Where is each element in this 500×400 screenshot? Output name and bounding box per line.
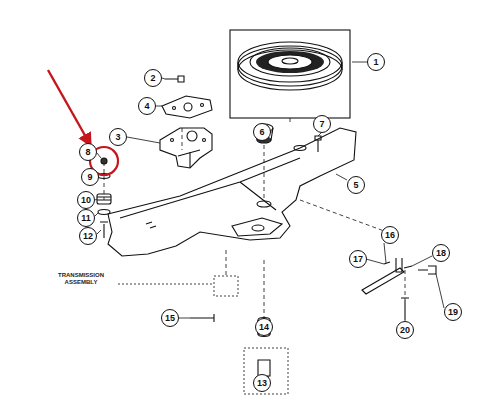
callout-number: 9 (87, 173, 92, 182)
callout-circle: 11 (77, 209, 95, 227)
center-lines (104, 118, 405, 318)
callout-circle: 7 (313, 115, 331, 133)
callout-circle: 18 (432, 244, 450, 262)
callout-circle: 17 (349, 250, 367, 268)
callout-circle: 1 (367, 53, 385, 71)
callout-circle: 12 (79, 227, 97, 245)
callout-circle: 2 (144, 69, 162, 87)
callout-circle: 4 (138, 97, 156, 115)
callout-circle: 16 (381, 226, 399, 244)
callout-number: 17 (353, 255, 363, 264)
nut (101, 158, 107, 164)
callout-number: 19 (448, 308, 458, 317)
callout-number: 12 (83, 232, 93, 241)
callout-circle: 5 (347, 176, 365, 194)
bracket (160, 128, 212, 168)
callout-circle: 3 (109, 128, 127, 146)
leader-lines (95, 62, 444, 328)
linkage (362, 258, 436, 320)
callout-number: 2 (150, 74, 155, 83)
callout-number: 7 (319, 120, 324, 129)
callout-circle: 19 (444, 303, 462, 321)
callout-circle: 15 (161, 309, 179, 327)
transmission-outline (118, 276, 238, 296)
callout-circle: 6 (253, 123, 271, 141)
callout-circle: 14 (255, 318, 273, 336)
callout-circle: 10 (77, 191, 95, 209)
callout-number: 5 (353, 181, 358, 190)
pulley (238, 42, 342, 90)
callout-number: 14 (259, 323, 269, 332)
washer (98, 210, 110, 215)
screw (165, 76, 184, 82)
callout-number: 3 (115, 133, 120, 142)
callout-circle: 13 (253, 374, 271, 392)
callout-number: 11 (81, 214, 91, 223)
bolt (190, 314, 214, 322)
callout-number: 15 (165, 314, 175, 323)
callout-number: 1 (373, 58, 378, 67)
bolt (100, 222, 108, 238)
callout-number: 13 (257, 379, 267, 388)
detail-frame (244, 348, 288, 394)
callout-circle: 9 (81, 168, 99, 186)
callout-number: 6 (259, 128, 264, 137)
callout-circle: 20 (396, 321, 414, 339)
callout-circle: 8 (79, 143, 97, 161)
base-plate (108, 128, 356, 256)
callout-number: 20 (400, 326, 410, 335)
part-label: TRANSMISSION ASSEMBLY (52, 272, 110, 286)
pulley-frame (230, 30, 350, 118)
callout-number: 4 (144, 102, 149, 111)
callout-number: 16 (385, 231, 395, 240)
callout-number: 8 (85, 148, 90, 157)
highlight-arrow (48, 70, 91, 146)
spring (97, 194, 111, 204)
mount-plate (162, 96, 212, 118)
callout-number: 18 (436, 249, 446, 258)
callout-number: 10 (81, 196, 91, 205)
